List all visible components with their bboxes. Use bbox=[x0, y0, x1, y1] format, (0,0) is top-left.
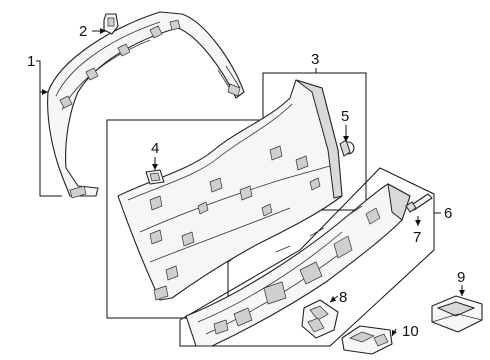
callout-1: 1 bbox=[27, 53, 35, 70]
lamp-part-10 bbox=[341, 325, 393, 355]
bracket-part-8 bbox=[301, 299, 339, 339]
sill-trim-plate bbox=[185, 183, 411, 347]
fastener-part-5 bbox=[339, 139, 355, 157]
callout-4: 4 bbox=[151, 140, 159, 157]
callout-10: 10 bbox=[402, 323, 419, 340]
upper-trim-panel bbox=[47, 11, 245, 199]
clip-part-2 bbox=[103, 13, 119, 35]
callout-2: 2 bbox=[79, 23, 87, 40]
fastener-part-7 bbox=[405, 193, 433, 213]
callout-5: 5 bbox=[341, 108, 349, 125]
arrowheads bbox=[42, 28, 465, 336]
callout-8: 8 bbox=[339, 289, 347, 306]
callout-7: 7 bbox=[413, 229, 421, 246]
clip-part-4 bbox=[145, 169, 165, 185]
liftgate-trim-panel bbox=[117, 79, 343, 301]
callout-6: 6 bbox=[444, 205, 452, 222]
callout-3: 3 bbox=[311, 51, 319, 68]
lamp-part-9 bbox=[431, 295, 483, 333]
callout-9: 9 bbox=[457, 269, 465, 286]
